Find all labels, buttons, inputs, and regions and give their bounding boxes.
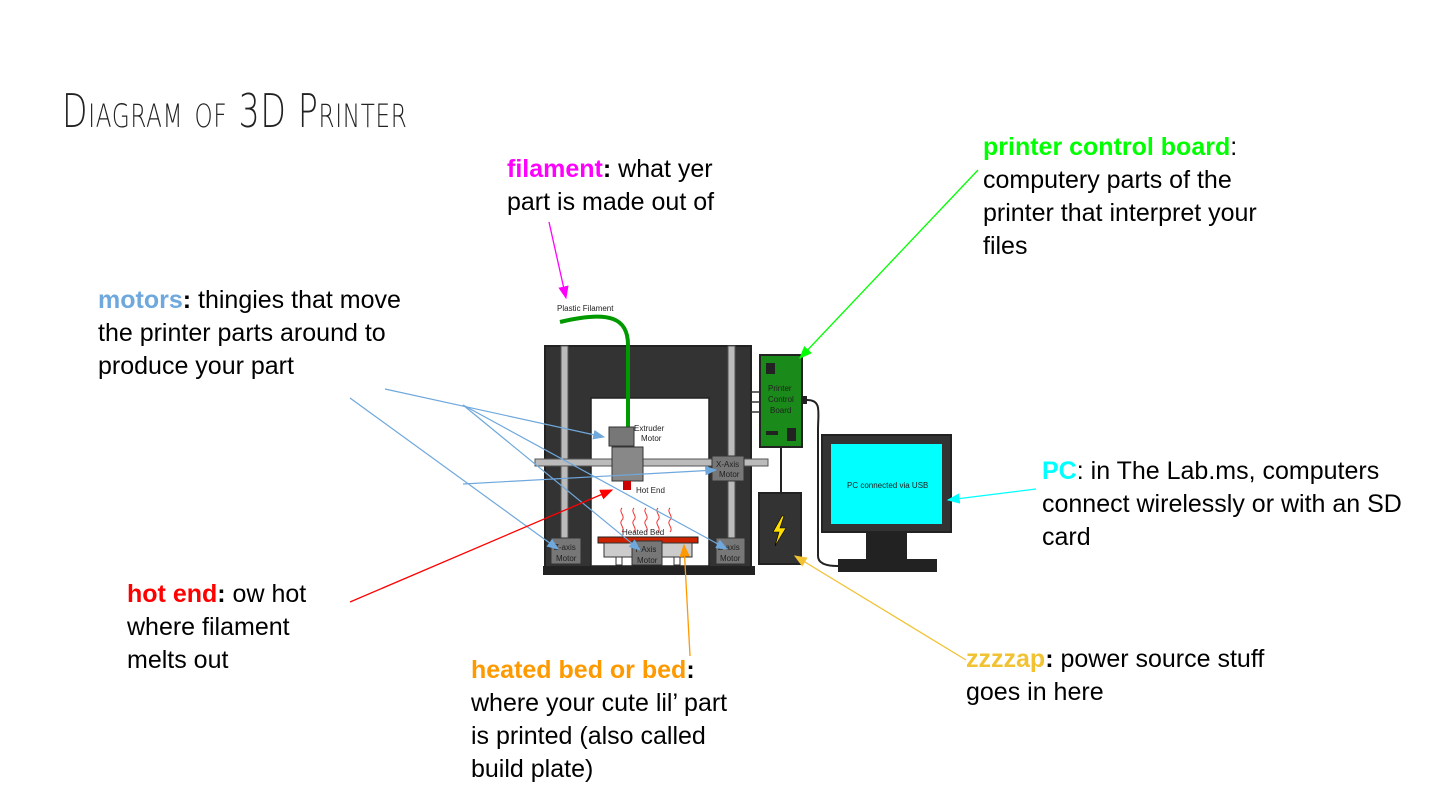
control-board-key: printer control board (983, 133, 1231, 161)
svg-text:Y-Axis: Y-Axis (634, 545, 656, 554)
heated-bed-annotation: heated bed or bed: where your cute lil’ … (471, 656, 728, 783)
heated-bed-label: Heated Bed (622, 528, 664, 537)
filament-annotation: filament: what yer part is made out of (507, 155, 715, 216)
svg-text:X-Axis: X-Axis (716, 460, 739, 469)
motor-arrows (349, 388, 729, 551)
motors-key: motors (98, 286, 183, 314)
svg-text:Motor: Motor (556, 554, 577, 563)
pc-monitor: PC connected via USB (821, 434, 952, 572)
svg-text:Z-axis: Z-axis (718, 543, 740, 552)
hot-end-nozzle (623, 481, 631, 490)
hot-end-arrow (349, 489, 614, 603)
power-annotation: zzzzap: power source stuff goes in here (966, 645, 1265, 706)
pc-annotation: PC: in The Lab.ms, computers connect wir… (1042, 457, 1402, 551)
svg-text:Control: Control (768, 395, 794, 404)
plastic-filament-line (559, 314, 630, 482)
pc-arrow (946, 488, 1037, 504)
hot-end-annotation: hot end: ow hot where filament melts out (127, 580, 307, 674)
motors-text: thingies that move the printer parts aro… (98, 286, 401, 380)
power-arrow (793, 555, 967, 661)
motors-annotation: motors: thingies that move the printer p… (98, 286, 401, 380)
control-board-arrow (799, 169, 979, 359)
extruder-label-1: Extruder (634, 424, 665, 433)
control-board-annotation: printer control board: computery parts o… (983, 133, 1257, 260)
power-text: power source stuff goes in here (966, 645, 1265, 706)
svg-text:Board: Board (770, 406, 791, 415)
svg-text:Printer: Printer (768, 384, 792, 393)
power-supply (758, 492, 802, 565)
filament-arrow (548, 221, 569, 300)
filament-text: what yer part is made out of (507, 155, 715, 216)
y-axis-motor: Y-Axis Motor (631, 540, 663, 566)
heated-bed-text: where your cute lil’ part is printed (al… (471, 689, 728, 783)
svg-text:Motor: Motor (720, 554, 741, 563)
z-axis-motor-right: Z-axis Motor (715, 537, 746, 565)
lightning-bolt-icon (772, 515, 787, 547)
heated-bed-arrow (679, 543, 691, 657)
x-axis-motor: X-Axis Motor (711, 455, 745, 482)
page-title: Diagram of 3D Printer (62, 84, 408, 138)
hot-end-key: hot end (127, 580, 218, 608)
hot-end-text: ow hot where filament melts out (127, 580, 307, 674)
power-key: zzzzap (966, 645, 1046, 673)
extruder-motor (608, 426, 635, 447)
svg-text:Motor: Motor (719, 470, 740, 479)
z-axis-motor-left: Z-axis Motor (550, 537, 582, 565)
plastic-filament-label: Plastic Filament (557, 304, 614, 313)
control-board-text: computery parts of the printer that inte… (983, 166, 1257, 260)
pc-key: PC (1042, 457, 1077, 485)
svg-text:PC connected via USB: PC connected via USB (847, 481, 928, 490)
printer-control-board: Printer Control Board (751, 354, 807, 448)
svg-text:Z-axis: Z-axis (554, 543, 576, 552)
heated-bed-key: heated bed or bed (471, 656, 687, 684)
pc-text: in The Lab.ms, computers connect wireles… (1042, 457, 1402, 551)
filament-key: filament (507, 155, 603, 183)
extruder-label-2: Motor (641, 434, 662, 443)
hot-end-label: Hot End (636, 486, 665, 495)
svg-text:Motor: Motor (637, 556, 658, 565)
